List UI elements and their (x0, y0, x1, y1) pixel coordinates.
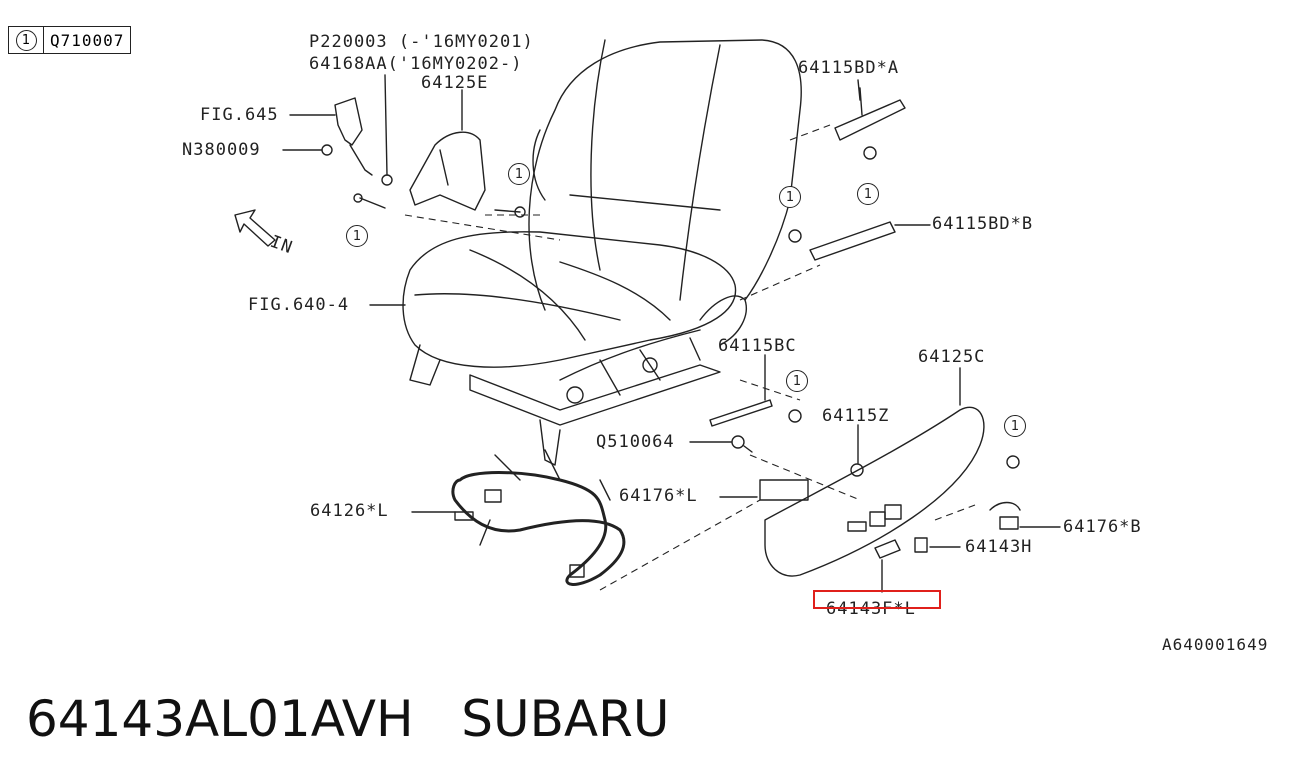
label-fig645: FIG.645 (200, 105, 279, 125)
label-64125e: 64125E (421, 73, 489, 93)
diagram-code: A640001649 (1162, 635, 1269, 654)
callout-circle: 1 (779, 186, 801, 208)
label-64115bd-b: 64115BD*B (932, 214, 1034, 234)
callout-circle: 1 (1004, 415, 1026, 437)
label-64176-b: 64176*B (1063, 517, 1142, 537)
callout-circle: 1 (508, 163, 530, 185)
label-64125c: 64125C (918, 347, 986, 367)
label-fig640-4: FIG.640-4 (248, 295, 350, 315)
label-64143h: 64143H (965, 537, 1033, 557)
callout-circle: 1 (857, 183, 879, 205)
switch-64176l (759, 479, 809, 501)
brand-name: SUBARU (461, 690, 670, 748)
seat-rail (409, 344, 441, 386)
reference-code: Q710007 (50, 30, 125, 50)
bracket-a (834, 99, 906, 141)
callout-circle: 1 (346, 225, 368, 247)
label-64143f-l: 64143F*L (826, 599, 916, 619)
highlight-box (813, 590, 941, 609)
reference-box: 1 Q710007 (8, 26, 132, 54)
bracket-b (809, 221, 896, 261)
reference-number: 1 (15, 29, 37, 51)
label-64168aa: 64168AA('16MY0202-) (309, 54, 523, 74)
rod-64115bc (709, 399, 773, 427)
wire-harness (451, 471, 626, 586)
label-64176-l: 64176*L (619, 486, 698, 506)
label-64115z: 64115Z (822, 406, 890, 426)
cover-64125e (409, 131, 486, 211)
label-q510064: Q510064 (596, 432, 675, 452)
belt-buckle (334, 97, 363, 146)
in-arrow (234, 209, 276, 247)
footer-caption: 64143AL01AVH SUBARU (26, 690, 669, 748)
label-64126-l: 64126*L (310, 501, 389, 521)
label-p220003: P220003 (-'16MY0201) (309, 32, 534, 52)
label-64115bd-a: 64115BD*A (798, 58, 900, 78)
seat-cushion (402, 231, 737, 368)
label-n380009: N380009 (182, 140, 261, 160)
seat-back (528, 39, 802, 311)
callout-circle: 1 (786, 370, 808, 392)
label-64115bc: 64115BC (718, 336, 797, 356)
side-cover-64125c (764, 406, 985, 577)
part-number: 64143AL01AVH (26, 690, 414, 748)
